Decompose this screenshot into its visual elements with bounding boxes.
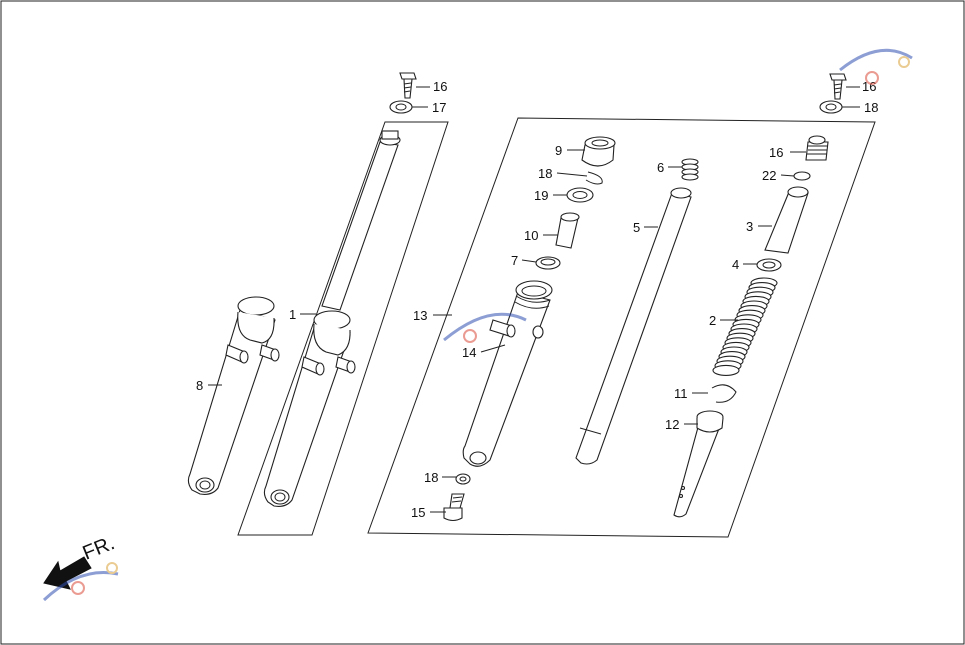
fork-leg-8 [187, 296, 280, 495]
circlip-11 [711, 384, 737, 403]
callout-4: 4 [732, 257, 739, 272]
main-spring-2 [712, 277, 778, 376]
watermark-logo-icon [42, 562, 119, 602]
outer-tube-14 [462, 280, 553, 467]
watermark-logo-icon [443, 312, 527, 343]
callouts: 16 17 16 18 1 8 9 18 19 10 7 13 14 18 15… [196, 79, 878, 520]
watermark-logo-icon [839, 48, 913, 85]
callout-7: 7 [511, 253, 518, 268]
front-label: FR. [80, 532, 118, 564]
left-fork-frame [237, 121, 449, 536]
callout-13: 13 [413, 308, 427, 323]
callout-16-left: 16 [433, 79, 447, 94]
callout-18-left: 17 [432, 100, 446, 115]
spring-6 [681, 158, 699, 181]
callout-6: 6 [657, 160, 664, 175]
callout-20: 18 [538, 166, 552, 181]
washer-18-left [389, 100, 413, 114]
bolt-16-left [399, 72, 417, 99]
callout-15: 15 [411, 505, 425, 520]
cylinder-12 [673, 410, 724, 518]
fork-assembly-1 [263, 130, 401, 507]
callout-2: 2 [709, 313, 716, 328]
washer-19 [455, 473, 471, 485]
callout-8: 8 [196, 378, 203, 393]
callout-9: 9 [555, 143, 562, 158]
oil-seal-21 [566, 187, 594, 203]
front-direction-indicator: FR. [43, 532, 118, 590]
front-arrow-icon [43, 556, 92, 590]
callout-10: 10 [524, 228, 538, 243]
callout-17: 16 [769, 145, 783, 160]
callout-16-right: 16 [862, 79, 876, 94]
o-ring-22 [793, 171, 811, 181]
washer-18-right [819, 100, 843, 114]
callout-3: 3 [746, 219, 753, 234]
callout-19: 18 [424, 470, 438, 485]
callout-11: 11 [674, 386, 688, 401]
callout-14: 14 [462, 345, 476, 360]
ring-7 [535, 256, 561, 270]
callout-22: 22 [762, 168, 776, 183]
piston-10 [555, 212, 580, 249]
damper-rod-5 [575, 187, 692, 465]
washer-4 [756, 258, 782, 272]
callout-1: 1 [289, 307, 296, 322]
right-fork-frame [367, 117, 876, 538]
spacer-3 [764, 186, 809, 254]
callout-12: 12 [665, 417, 679, 432]
callout-21: 19 [534, 188, 548, 203]
callout-5: 5 [633, 220, 640, 235]
bolt-16-right [829, 73, 847, 100]
spring-coil [712, 364, 740, 376]
clip-20 [585, 171, 603, 185]
dust-seal-9 [581, 136, 616, 167]
bolt-15 [443, 493, 465, 522]
leader-lines [208, 86, 860, 513]
callout-18-right: 18 [864, 100, 878, 115]
cap-bolt-17 [805, 135, 829, 161]
